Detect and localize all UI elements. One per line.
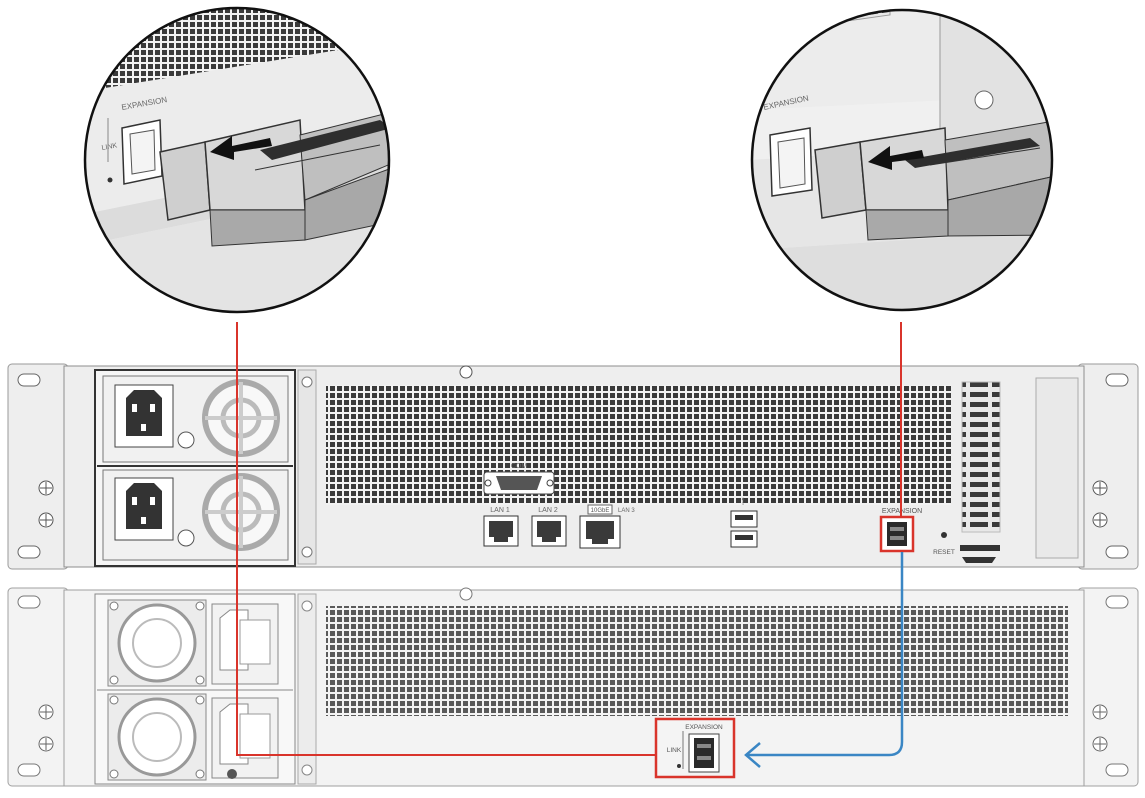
unit-expansion-port: EXPANSION LINK [656, 719, 734, 777]
power-socket-icon [212, 604, 278, 684]
reset-button [941, 532, 947, 538]
host-unit: COM LAN 1 LAN 2 10GbE LAN 3 ⭫ [8, 364, 1138, 569]
unit-rack-ear-left [8, 588, 68, 786]
expansion-unit: EXPANSION LINK [8, 588, 1138, 786]
com-label: COM [511, 463, 528, 470]
host-side-slots [962, 382, 1000, 532]
lan2-label: LAN 2 [538, 507, 558, 514]
fan-icon [205, 476, 277, 548]
usb-icon: ⭫ [741, 496, 745, 508]
lan3-speed-label: 10GbE [591, 508, 610, 514]
fan-icon [108, 600, 206, 686]
host-rack-ear-left [8, 364, 68, 569]
fan-icon [205, 382, 277, 454]
unit-link-label: LINK [667, 747, 682, 754]
unit-vent [326, 606, 1068, 716]
unit-expansion-label: EXPANSION [685, 724, 723, 731]
unit-rack-ear-right [1078, 588, 1138, 786]
lan3-label: LAN 3 [618, 508, 635, 514]
lan1-label: LAN 1 [490, 507, 510, 514]
reset-label: RESET [933, 549, 955, 556]
host-vent [326, 385, 951, 505]
power-socket-icon [212, 698, 278, 779]
host-rack-ear-right [1078, 364, 1138, 569]
zoom-callout-left: EXPANSION LINK [80, 0, 400, 320]
psu-2 [103, 470, 288, 560]
fan-icon [108, 694, 206, 780]
zoom-callout-right: EXPANSION [750, 0, 1060, 320]
psu-1 [103, 376, 288, 462]
